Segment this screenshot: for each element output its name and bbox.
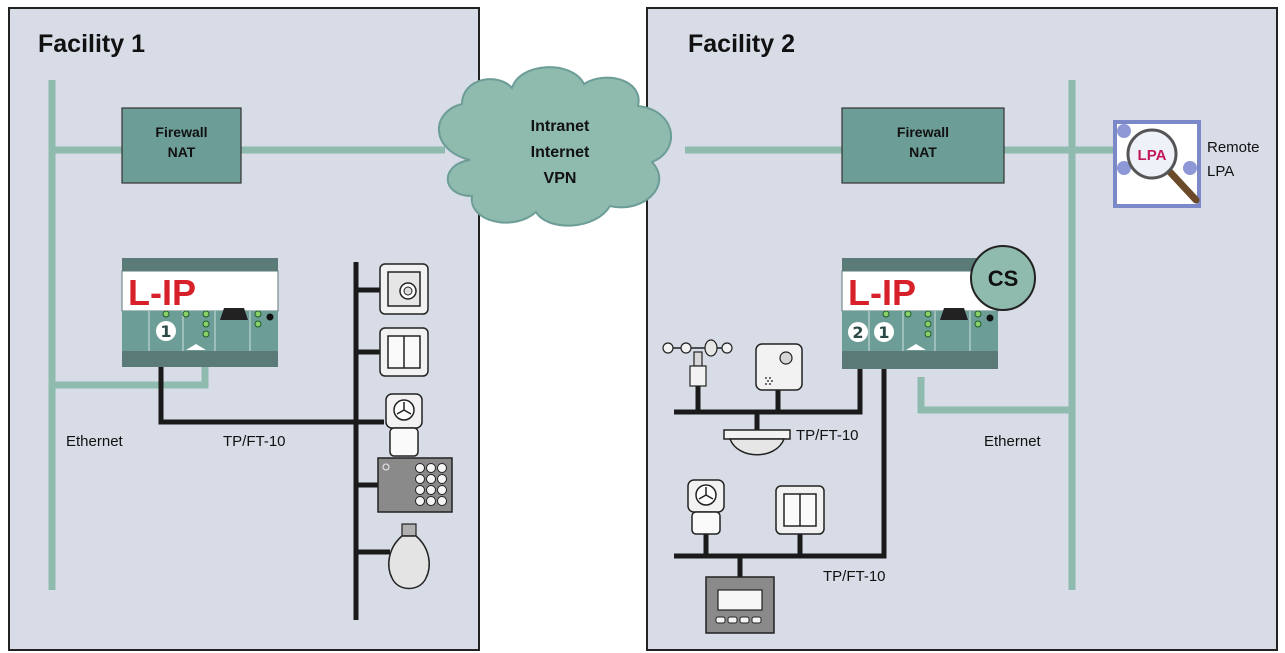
facility-1-bus xyxy=(158,262,390,620)
svg-text:CS: CS xyxy=(988,266,1019,291)
double-switch-icon-2[interactable] xyxy=(775,485,825,535)
dimmer-knob-icon[interactable] xyxy=(379,263,429,315)
channel-marker-2: 2 xyxy=(848,322,868,342)
svg-text:NAT: NAT xyxy=(168,144,196,160)
cs-badge: CS xyxy=(970,245,1036,311)
remote-lpa-label-1: Remote xyxy=(1207,139,1260,156)
channel-marker-1: 1 xyxy=(156,321,176,341)
svg-text:1: 1 xyxy=(160,322,171,341)
lpa-magnifier-icon: LPA xyxy=(1138,147,1167,164)
light-bulb-icon[interactable] xyxy=(388,523,430,590)
facility-2-bus xyxy=(674,369,887,577)
cloud-line-1: Intranet xyxy=(531,118,590,135)
facility-1-title: Facility 1 xyxy=(38,30,145,58)
motion-detector-icon[interactable] xyxy=(723,429,791,456)
network-cloud[interactable]: Intranet Internet VPN xyxy=(437,66,672,227)
remote-lpa-label-2: LPA xyxy=(1207,163,1234,180)
remote-lpa[interactable]: LPA xyxy=(1113,120,1201,208)
thermostat-sensor-icon[interactable] xyxy=(385,393,423,457)
facility-1-bus-label: TP/FT-10 xyxy=(223,433,286,450)
facility-2-bus-label-lower: TP/FT-10 xyxy=(823,568,886,585)
svg-text:1: 1 xyxy=(878,323,889,342)
cloud-line-3: VPN xyxy=(544,170,577,187)
lip-router-2-logo: L-IP xyxy=(848,272,916,313)
double-switch-icon[interactable] xyxy=(379,327,429,377)
svg-text:Firewall: Firewall xyxy=(155,124,207,140)
cloud-line-2: Internet xyxy=(531,144,590,161)
channel-marker-1b: 1 xyxy=(874,322,894,342)
facility-2-bus-label-upper: TP/FT-10 xyxy=(796,427,859,444)
facility-2-title: Facility 2 xyxy=(688,30,795,58)
display-panel-icon[interactable] xyxy=(705,576,775,634)
svg-text:Firewall: Firewall xyxy=(897,124,949,140)
room-sensor-icon[interactable] xyxy=(755,343,803,391)
facility-1-ethernet-label: Ethernet xyxy=(66,433,124,450)
lip-router-1[interactable]: L-IP 1 xyxy=(121,258,279,367)
facility-2-ethernet-label: Ethernet xyxy=(984,433,1042,450)
firewall-2[interactable]: Firewall NAT xyxy=(841,107,1005,184)
keypad-icon[interactable] xyxy=(377,457,453,513)
facility-1-ethernet xyxy=(48,80,445,590)
facility-2-ethernet xyxy=(685,80,1115,590)
anemometer-icon[interactable] xyxy=(662,339,733,387)
thermostat-sensor-icon-2[interactable] xyxy=(687,479,725,535)
firewall-1[interactable]: Firewall NAT xyxy=(121,107,242,184)
lip-router-2[interactable]: L-IP 2 1 xyxy=(841,258,999,369)
lip-router-1-logo: L-IP xyxy=(128,272,196,313)
svg-text:2: 2 xyxy=(852,323,863,342)
svg-text:NAT: NAT xyxy=(909,144,937,160)
